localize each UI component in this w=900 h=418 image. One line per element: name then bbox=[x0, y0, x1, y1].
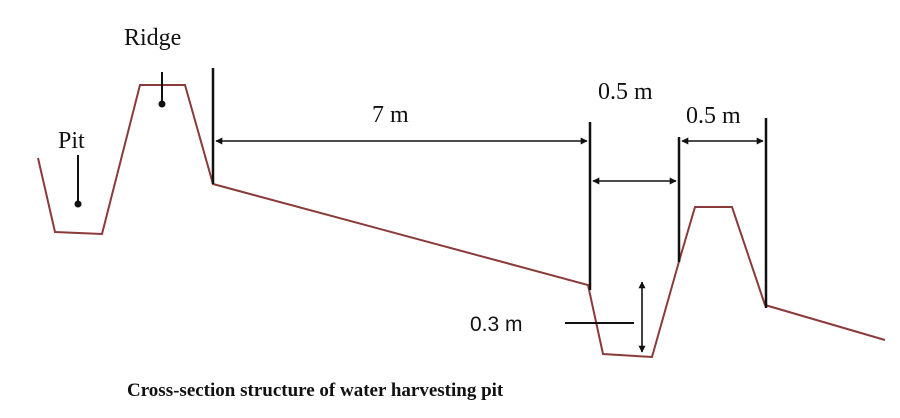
ridge-width-label: 0.5 m bbox=[686, 103, 741, 129]
pit-width-label: 0.5 m bbox=[598, 79, 653, 105]
pit-depth-label: 0.3 m bbox=[470, 313, 523, 336]
ridge-pointer-dot bbox=[158, 100, 166, 108]
pit-pointer-dot bbox=[74, 200, 82, 208]
terrain-profile bbox=[37, 84, 886, 359]
ridge-label: Ridge bbox=[124, 25, 181, 51]
diagram-caption: Cross-section structure of water harvest… bbox=[127, 380, 504, 401]
pit-label: Pit bbox=[58, 128, 85, 154]
spacing-label: 7 m bbox=[372, 102, 409, 128]
